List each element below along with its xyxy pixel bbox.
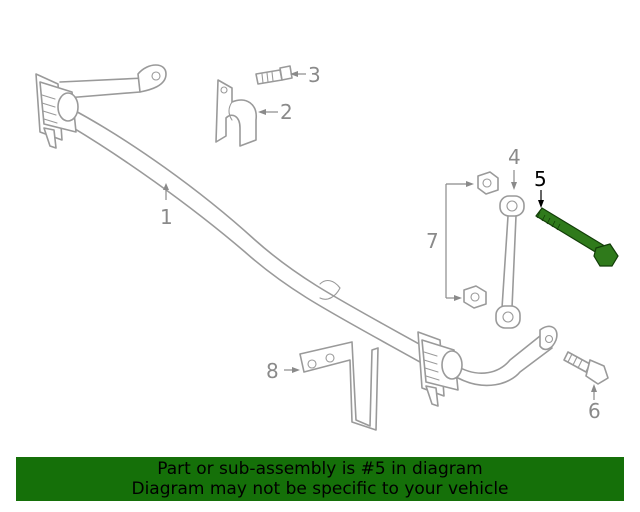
bolt-small — [255, 65, 293, 85]
callout-1: 1 — [160, 183, 173, 229]
callout-label-2: 2 — [280, 100, 293, 124]
bushing-clamp-right — [417, 331, 463, 407]
callout-label-4: 4 — [508, 145, 521, 169]
callout-label-5: 5 — [534, 167, 547, 191]
part-info-banner: Part or sub-assembly is #5 in diagram Di… — [16, 457, 624, 501]
callout-7: 7 — [426, 181, 474, 301]
bracket-clamp — [215, 79, 257, 147]
nut-lower — [463, 285, 487, 309]
stabilizer-link — [495, 195, 525, 329]
banner-line-1: Part or sub-assembly is #5 in diagram — [157, 459, 483, 479]
banner-line-2: Diagram may not be specific to your vehi… — [131, 479, 509, 499]
stabilizer-bar — [59, 64, 558, 387]
callout-label-6: 6 — [588, 399, 601, 423]
callout-8: 8 — [266, 359, 300, 383]
callout-label-1: 1 — [160, 205, 173, 229]
callout-3: 3 — [290, 63, 321, 87]
bushing-clamp-left — [35, 73, 79, 149]
callout-label-3: 3 — [308, 63, 321, 87]
callout-label-7: 7 — [426, 229, 439, 253]
callout-2: 2 — [258, 100, 293, 124]
callout-label-8: 8 — [266, 359, 279, 383]
nut-upper — [477, 171, 499, 195]
bolt-flange — [563, 351, 609, 385]
parts-diagram: 1 2 3 4 5 6 7 8 — [35, 63, 619, 431]
callout-4: 4 — [508, 145, 521, 190]
callout-5: 5 — [534, 167, 547, 208]
mounting-bracket — [299, 341, 379, 431]
callout-6: 6 — [588, 384, 601, 423]
highlighted-bolt-part-5 — [535, 207, 619, 267]
